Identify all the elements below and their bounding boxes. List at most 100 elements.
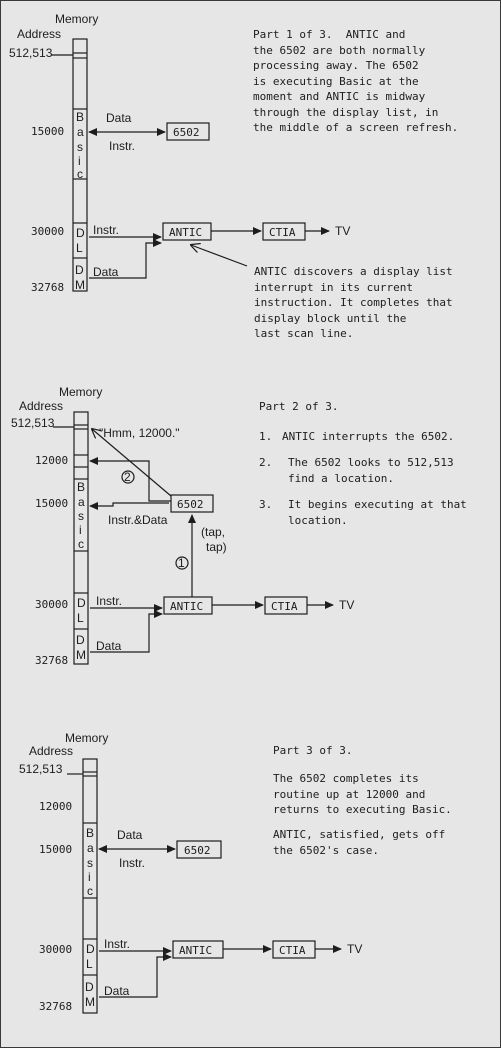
step-number: 3.	[259, 498, 273, 511]
addr-30000-label: 30000	[35, 598, 68, 611]
svg-text:B: B	[76, 110, 84, 124]
svg-text:L: L	[76, 241, 83, 255]
dm-data-arrow	[90, 610, 163, 653]
svg-text:D: D	[86, 942, 95, 956]
svg-text:i: i	[88, 870, 91, 884]
address-label: Address	[17, 27, 61, 41]
addr-32768-label: 32768	[39, 1000, 72, 1013]
step1-marker	[175, 556, 189, 570]
svg-text:D: D	[76, 226, 85, 240]
memory-column	[82, 758, 98, 1014]
address-label: Address	[19, 399, 63, 413]
svg-text:s: s	[78, 509, 84, 523]
data-label: Data	[117, 828, 143, 842]
addr-512-label: 512,513	[11, 416, 55, 430]
antic-label: ANTIC	[179, 944, 212, 957]
ctia-label: CTIA	[279, 944, 306, 957]
display-list-region-label: D L	[86, 942, 95, 971]
part1-diagram: Memory Address 512,513 15000 30000 32768…	[9, 12, 350, 294]
display-list-region-label: D L	[77, 596, 86, 625]
cpu-6502-box	[176, 840, 222, 859]
cpu-6502-label: 6502	[173, 126, 200, 139]
dl-instr-label: Instr.	[93, 223, 119, 237]
addr-32768-label: 32768	[35, 654, 68, 667]
svg-text:B: B	[77, 480, 85, 494]
svg-text:L: L	[77, 611, 84, 625]
ctia-label: CTIA	[271, 600, 298, 613]
svg-text:s: s	[87, 856, 93, 870]
svg-text:L: L	[86, 957, 93, 971]
svg-text:a: a	[87, 841, 94, 855]
dl-instr-label: Instr.	[96, 594, 122, 608]
dm-data-label: Data	[104, 984, 130, 998]
part1-antic-note: ANTIC discovers a display list interrupt…	[254, 265, 453, 340]
addr-30000-label: 30000	[31, 225, 64, 238]
svg-text:s: s	[77, 140, 83, 154]
cpu-6502-box	[170, 494, 214, 513]
step-text: ANTIC interrupts the 6502.	[282, 430, 455, 443]
part2-diagram: Memory Address 512,513 12000 15000 30000…	[11, 385, 354, 667]
vector-lookup-arrow	[92, 429, 172, 497]
step2-marker	[121, 470, 135, 484]
svg-text:c: c	[77, 167, 83, 181]
jump-arrow	[89, 457, 171, 502]
memory-label: Memory	[59, 385, 102, 399]
dm-data-label: Data	[96, 639, 122, 653]
instr-data-arrow	[89, 502, 169, 510]
step-number: 2.	[259, 456, 273, 469]
step-number: 1.	[259, 430, 273, 443]
svg-text:D: D	[85, 980, 94, 994]
part3-diagram: Memory Address 512,513 12000 15000 30000…	[19, 731, 362, 1014]
hmm-callout: "Hmm, 12000."	[99, 426, 180, 440]
note-pointer-arrow	[191, 245, 248, 267]
step1-number: 1	[178, 556, 185, 570]
instr-label: Instr.	[109, 139, 135, 153]
antic-label: ANTIC	[170, 600, 203, 613]
svg-text:M: M	[76, 648, 86, 662]
addr-15000-label: 15000	[35, 497, 68, 510]
display-memory-region-label: D M	[85, 980, 95, 1009]
part3-title: Part 3 of 3.	[273, 744, 353, 757]
memory-label: Memory	[65, 731, 108, 745]
part3-description: The 6502 completes its routine up at 120…	[273, 772, 452, 816]
dm-data-arrow	[99, 953, 172, 998]
svg-text:M: M	[75, 278, 85, 292]
part2-title: Part 2 of 3.	[259, 400, 339, 413]
addr-512-label: 512,513	[9, 46, 53, 60]
dm-data-label: Data	[93, 265, 119, 279]
svg-text:a: a	[77, 125, 84, 139]
step-text: The 6502 looks to 512,513 find a locatio…	[288, 456, 454, 485]
svg-text:a: a	[78, 495, 85, 509]
tv-label: TV	[339, 598, 354, 612]
memory-label: Memory	[55, 12, 98, 26]
addr-32768-label: 32768	[31, 281, 64, 294]
svg-text:c: c	[87, 884, 93, 898]
svg-text:i: i	[79, 523, 82, 537]
ctia-label: CTIA	[269, 226, 296, 239]
step2-number: 2	[124, 470, 131, 484]
dm-data-arrow	[89, 239, 162, 279]
svg-text:D: D	[77, 596, 86, 610]
instr-data-label: Instr.&Data	[108, 513, 168, 527]
svg-text:D: D	[76, 633, 85, 647]
basic-region-label: B a s i c	[86, 826, 94, 898]
svg-text:i: i	[78, 154, 81, 168]
basic-region-label: B a s i c	[76, 110, 84, 181]
part1-description: Part 1 of 3. ANTIC and the 6502 are both…	[253, 28, 459, 134]
svg-text:M: M	[85, 995, 95, 1009]
part3-conclusion: ANTIC, satisfied, gets off the 6502's ca…	[273, 828, 446, 857]
svg-text:B: B	[86, 826, 94, 840]
addr-12000-label: 12000	[35, 454, 68, 467]
instr-label: Instr.	[119, 856, 145, 870]
memory-column	[73, 411, 89, 665]
cpu-6502-label: 6502	[184, 844, 211, 857]
display-memory-region-label: D M	[76, 633, 86, 662]
tap-label-1: (tap,	[201, 525, 225, 539]
tap-label-2: tap)	[206, 540, 227, 554]
addr-15000-label: 15000	[39, 843, 72, 856]
display-list-region-label: D L	[76, 226, 85, 255]
cpu-6502-label: 6502	[177, 498, 204, 511]
antic-label: ANTIC	[169, 226, 202, 239]
